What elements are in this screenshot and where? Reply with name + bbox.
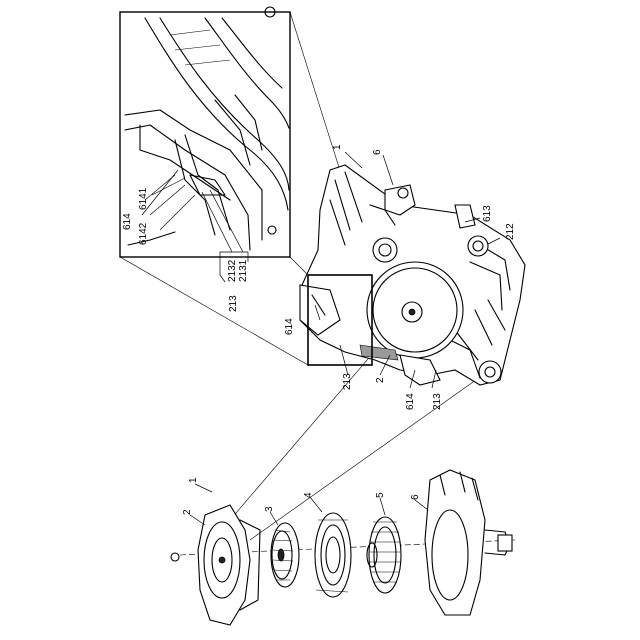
- label-part-3: 3: [264, 506, 275, 512]
- label-part-6142: 6142: [138, 222, 149, 245]
- label-part-614-b: 614: [405, 393, 416, 410]
- label-part-2-top: 2: [375, 377, 386, 383]
- label-part-6141: 6141: [138, 187, 149, 210]
- label-assembly-bottom: 1: [188, 477, 199, 483]
- label-part-4: 4: [303, 492, 314, 498]
- label-part-2-bottom: 2: [182, 509, 193, 515]
- label-part-614-detail: 614: [122, 213, 133, 230]
- label-part-5: 5: [375, 492, 386, 498]
- label-part-2132: 2132: [227, 259, 238, 282]
- exploded-view: [171, 470, 515, 625]
- label-part-213-detail: 213: [228, 295, 239, 312]
- label-part-6-bottom: 6: [410, 494, 421, 500]
- label-assembly-top: 1: [332, 144, 343, 150]
- detail-inset: [120, 7, 290, 257]
- label-part-614-a: 614: [284, 318, 295, 335]
- label-part-6-top: 6: [372, 149, 383, 155]
- label-part-213-a: 213: [342, 373, 353, 390]
- label-part-213-b: 213: [432, 393, 443, 410]
- label-part-613: 613: [482, 205, 493, 222]
- label-part-212: 212: [505, 223, 516, 240]
- label-part-2131: 2131: [238, 259, 249, 282]
